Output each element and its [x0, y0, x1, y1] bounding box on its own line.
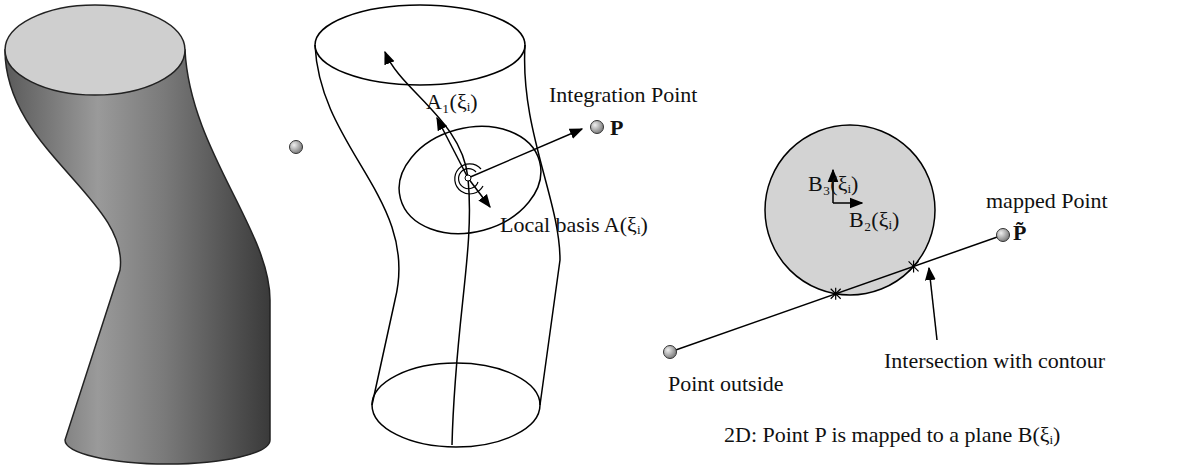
point-outside: [664, 346, 677, 359]
tube-top: [5, 5, 185, 95]
point-label: P: [610, 117, 623, 139]
intersection-mark: [831, 288, 841, 300]
shaded-tube: [5, 50, 270, 464]
vector-label: A₁(ξᵢ): [426, 91, 478, 113]
vector-to-p: [468, 129, 582, 178]
mapped-point: [997, 229, 1010, 242]
vector-label: B₂(ξᵢ): [849, 209, 899, 231]
callout-label: Integration Point: [549, 84, 697, 106]
point-p: [591, 121, 604, 134]
wire-left: [315, 45, 399, 405]
point-dot: [290, 141, 303, 154]
vector-label: B₃(ξᵢ): [808, 173, 858, 195]
leader: [929, 268, 937, 340]
callout-label: Point outside: [668, 373, 784, 395]
intersection-mark: [909, 260, 919, 272]
callout-label: mapped Point: [986, 190, 1108, 212]
basis-a1: [437, 118, 468, 178]
origin-dot: [465, 175, 471, 181]
callout-label: Local basis A(ξᵢ): [500, 214, 648, 236]
axis-b2: [833, 202, 862, 204]
mapping-line: [670, 235, 1003, 352]
wire-top: [315, 5, 525, 85]
basis-a3: [468, 178, 490, 207]
caption-note: 2D: Point P is mapped to a plane B(ξᵢ): [724, 424, 1060, 446]
angle-arc: [455, 164, 483, 194]
callout-label: Intersection with contour: [884, 350, 1105, 372]
angle-arc: [459, 169, 478, 189]
point-label: P̃: [1013, 222, 1026, 244]
section-disc: [765, 125, 935, 295]
